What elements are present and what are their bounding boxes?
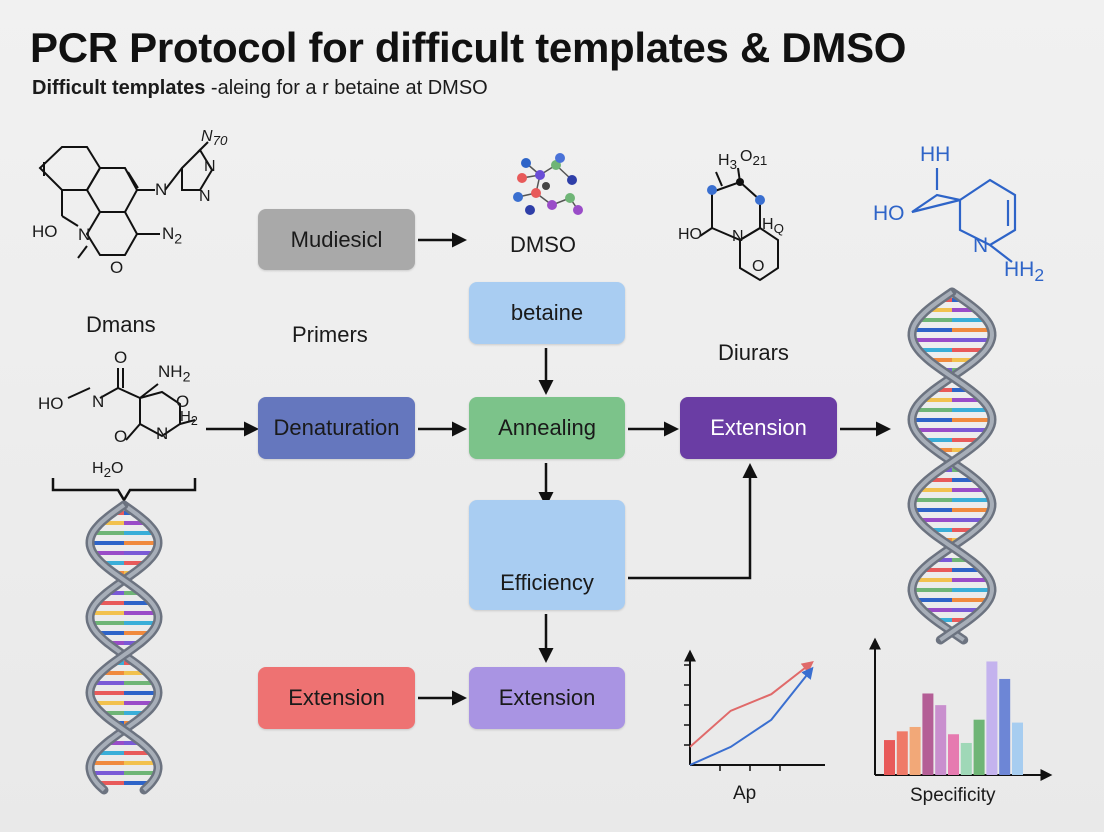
bar-chart-bar — [973, 719, 985, 775]
atom-nh2-text: NH — [158, 362, 183, 381]
atom-h2-a: H2 — [180, 408, 198, 428]
atom-ho-2: HO — [38, 394, 64, 413]
atom-hh: HH — [920, 143, 951, 166]
atom-h2-a-text: H — [180, 408, 191, 425]
bar-chart-bar — [999, 678, 1011, 775]
bar-chart-xlabel: Specificity — [910, 785, 996, 806]
atom-n2-sub: 2 — [174, 231, 183, 248]
atom-n-ring-m2: N — [156, 424, 169, 443]
subtitle-bold: Difficult templates — [32, 77, 206, 99]
label-primers: Primers — [292, 322, 368, 347]
molecule-2-structure — [67, 368, 196, 441]
dna-strand — [907, 287, 997, 645]
atom-h2o-h: H — [92, 460, 104, 477]
atom-hh2-sub: 2 — [1034, 265, 1045, 286]
atom-n-lower: N — [78, 225, 91, 244]
atom-o-lower: O — [114, 427, 128, 446]
line-chart-xlabel: Ap — [733, 783, 757, 804]
atom-n-top-sub: 70 — [212, 133, 228, 149]
bar-chart-bar — [896, 731, 908, 775]
molecule-3-atoms — [707, 178, 765, 205]
atom-n-ring: N — [155, 180, 168, 199]
molecule-3-network — [513, 153, 583, 215]
bar-chart-bar — [948, 734, 959, 775]
atom-n-ring-2: N — [204, 158, 216, 175]
label-dmso: DMSO — [510, 232, 576, 257]
atom-o21-sub: 21 — [752, 153, 768, 169]
box-extension-purple[interactable]: Extension — [469, 667, 625, 729]
atom-h3-sub: 3 — [729, 157, 737, 173]
atom-o-ring-2: O — [176, 392, 190, 411]
dna-helix-right — [907, 287, 997, 645]
box-extension-red[interactable]: Extension — [258, 667, 415, 729]
label-dmans: Dmans — [86, 312, 156, 337]
box-mudiesicl[interactable]: Mudiesicl — [258, 209, 415, 270]
atom-o-m3: O — [752, 258, 765, 275]
flow-arrows — [206, 232, 891, 706]
subtitle-rest: -aleing for a r betaine at DMSO — [205, 77, 488, 99]
atom-n-ring-3: N — [199, 188, 211, 205]
molecule-1-structure — [38, 141, 214, 259]
bar-chart-bar — [960, 742, 972, 775]
atom-hq: HQ — [762, 216, 784, 236]
dna-helix-left — [85, 500, 163, 795]
atom-h3: H3 — [718, 152, 737, 172]
atom-h2o: H2O — [92, 460, 123, 480]
atom-o-ring: O — [110, 258, 124, 277]
atom-n-top: N70 — [201, 128, 227, 148]
atom-h2o-o: O — [110, 460, 124, 477]
line-chart — [684, 649, 825, 771]
dna-strand-highlight — [87, 503, 161, 792]
atom-h2o-sub: 2 — [103, 465, 111, 481]
line-chart-series-2 — [689, 666, 814, 766]
bar-chart-bar — [935, 705, 947, 775]
box-annealing[interactable]: Annealing — [469, 397, 625, 459]
dna-strand-highlight — [909, 290, 995, 642]
atom-o21: O21 — [740, 148, 767, 168]
atom-h2-a-sub: 2 — [190, 414, 198, 428]
atom-n-amide: N — [92, 392, 105, 411]
atom-ho-blue: HO — [873, 202, 905, 225]
atom-o-carbonyl: O — [114, 348, 128, 367]
atom-ho: HO — [32, 222, 58, 241]
line-chart-series-1 — [689, 661, 814, 748]
atom-n-blue: N — [973, 234, 989, 257]
dna-strand-highlight — [87, 503, 161, 792]
atom-n-m3: N — [732, 228, 744, 245]
box-efficiency[interactable]: Efficiency — [469, 500, 625, 610]
bar-chart-bar — [1012, 722, 1023, 775]
box-betaine[interactable]: betaine — [469, 282, 625, 344]
atom-n-top-text: N — [201, 128, 213, 145]
atom-nh2-sub: 2 — [182, 369, 191, 386]
atom-hh2-text: HH — [1004, 258, 1035, 281]
atom-h3-text: H — [718, 152, 730, 169]
atom-o21-text: O — [740, 148, 753, 165]
atom-hh2: HH2 — [1004, 258, 1044, 286]
molecule-4-structure — [911, 168, 1017, 263]
atom-n2: N2 — [162, 224, 182, 247]
bar-chart-bar — [922, 693, 934, 775]
atom-hq-sub: Q — [773, 221, 784, 237]
page-title: PCR Protocol for difficult templates & D… — [30, 24, 907, 71]
page-subtitle: Difficult templates -aleing for a r beta… — [32, 77, 488, 100]
atom-hq-text: H — [762, 216, 774, 233]
bar-chart-bar — [909, 726, 921, 775]
dna-strand-highlight — [909, 290, 995, 642]
bar-chart-bar — [986, 661, 998, 775]
box-extension-top[interactable]: Extension — [680, 397, 837, 459]
box-denaturation[interactable]: Denaturation — [258, 397, 415, 459]
atom-nh2: NH2 — [158, 362, 190, 385]
label-diurars: Diurars — [718, 340, 789, 365]
atom-ho-3: HO — [678, 226, 702, 243]
atom-n2-text: N — [162, 224, 175, 243]
bar-chart — [869, 637, 1053, 781]
bracket — [51, 478, 197, 503]
bar-chart-bar — [884, 740, 895, 775]
